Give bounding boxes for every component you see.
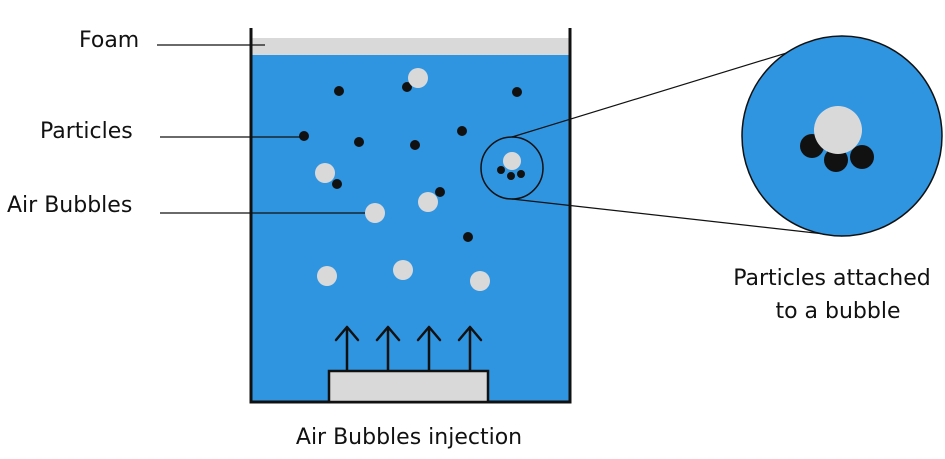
air-bubble bbox=[470, 271, 490, 291]
particle bbox=[497, 166, 505, 174]
air-bubble bbox=[365, 203, 385, 223]
particle bbox=[512, 87, 522, 97]
up-arrow-icon bbox=[416, 325, 442, 372]
bubbles-group bbox=[315, 68, 490, 291]
foam-label: Foam bbox=[79, 28, 139, 53]
zoom-caption-line2: to a bubble bbox=[775, 299, 900, 324]
attached-particle bbox=[850, 145, 874, 169]
up-arrow-icon bbox=[457, 325, 483, 372]
air-bubble bbox=[317, 266, 337, 286]
particles-label: Particles bbox=[40, 119, 133, 144]
leader-lines bbox=[157, 44, 365, 214]
particle bbox=[332, 179, 342, 189]
air-bubble bbox=[408, 68, 428, 88]
up-arrow-icon bbox=[334, 325, 360, 372]
particle bbox=[435, 187, 445, 197]
zoom-caption-line1: Particles attached bbox=[733, 266, 931, 291]
air-bubble bbox=[503, 152, 521, 170]
particle bbox=[517, 170, 525, 178]
particle bbox=[402, 82, 412, 92]
water-body bbox=[251, 38, 570, 402]
zoom-bubble bbox=[814, 106, 862, 154]
attached-particle bbox=[824, 148, 848, 172]
injection-arrows bbox=[334, 325, 483, 372]
air-bubbles-label: Air Bubbles bbox=[7, 193, 132, 218]
foam-layer bbox=[251, 38, 570, 55]
particle bbox=[463, 232, 473, 242]
particle bbox=[507, 172, 515, 180]
up-arrow-icon bbox=[375, 325, 401, 372]
particle bbox=[457, 126, 467, 136]
particle bbox=[354, 137, 364, 147]
air-injector bbox=[327, 369, 490, 404]
particles-group bbox=[299, 82, 522, 242]
zoom-line-bottom bbox=[511, 198, 843, 237]
zoom-detail bbox=[741, 35, 943, 237]
air-bubble bbox=[418, 192, 438, 212]
particle bbox=[299, 131, 309, 141]
particle bbox=[334, 86, 344, 96]
particle bbox=[410, 140, 420, 150]
injection-label: Air Bubbles injection bbox=[296, 425, 522, 450]
air-bubble bbox=[315, 163, 335, 183]
air-bubble bbox=[393, 260, 413, 280]
